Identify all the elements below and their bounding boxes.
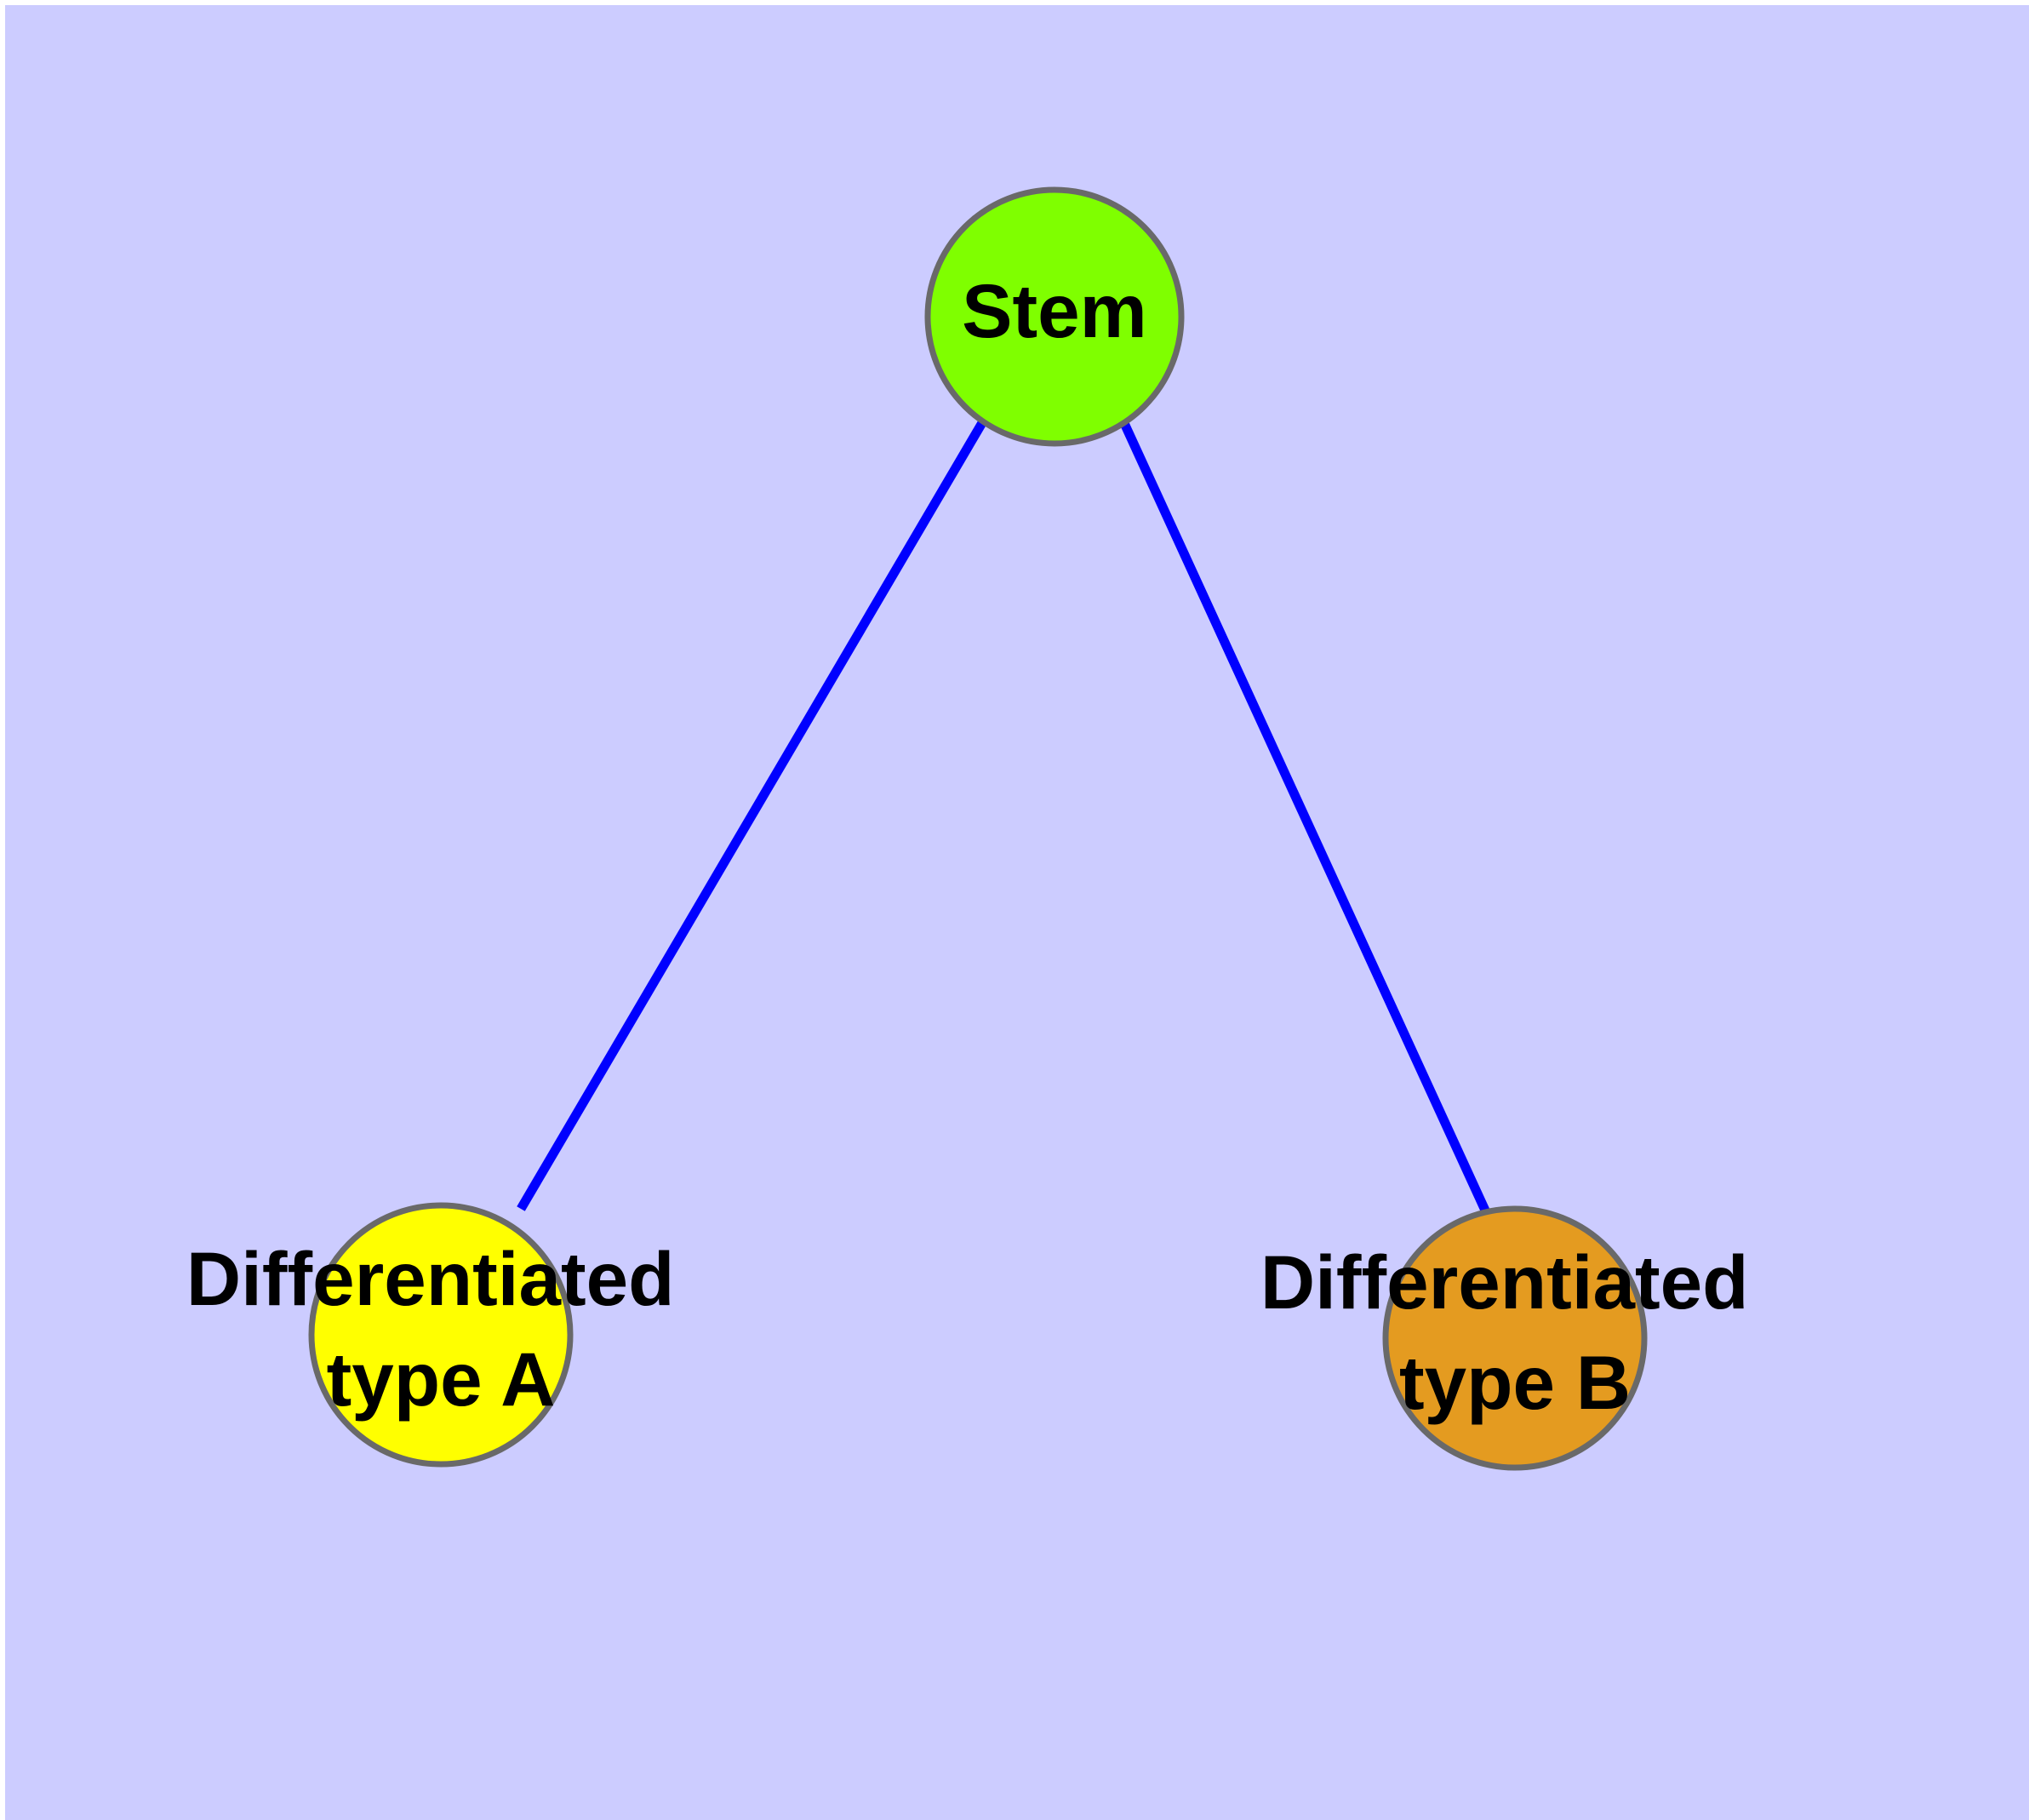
- labels-layer: Stem Differentiated type A Differentiate…: [186, 268, 1769, 1425]
- edge-stem-to-diff-b[interactable]: [1119, 419, 1495, 1226]
- node-stem[interactable]: [924, 186, 1185, 447]
- node-label-diff-b-line-2: type B: [1399, 1340, 1631, 1425]
- node-label-diff-a: Differentiated type A: [186, 1236, 695, 1422]
- node-diff-a[interactable]: [308, 1202, 574, 1468]
- node-diff-b[interactable]: [1382, 1205, 1648, 1471]
- node-label-diff-b-line-1: Differentiated: [1260, 1239, 1749, 1325]
- node-label-diff-a-line-1: Differentiated: [186, 1236, 675, 1321]
- nodes-layer: [308, 186, 1648, 1471]
- edge-stem-to-diff-a[interactable]: [517, 419, 987, 1211]
- node-label-diff-a-line-2: type A: [327, 1336, 556, 1422]
- edges-layer: [517, 419, 1495, 1226]
- node-label-stem: Stem: [962, 268, 1147, 353]
- node-label-diff-b: Differentiated type B: [1260, 1239, 1769, 1425]
- node-label-stem-line-1: Stem: [962, 268, 1147, 353]
